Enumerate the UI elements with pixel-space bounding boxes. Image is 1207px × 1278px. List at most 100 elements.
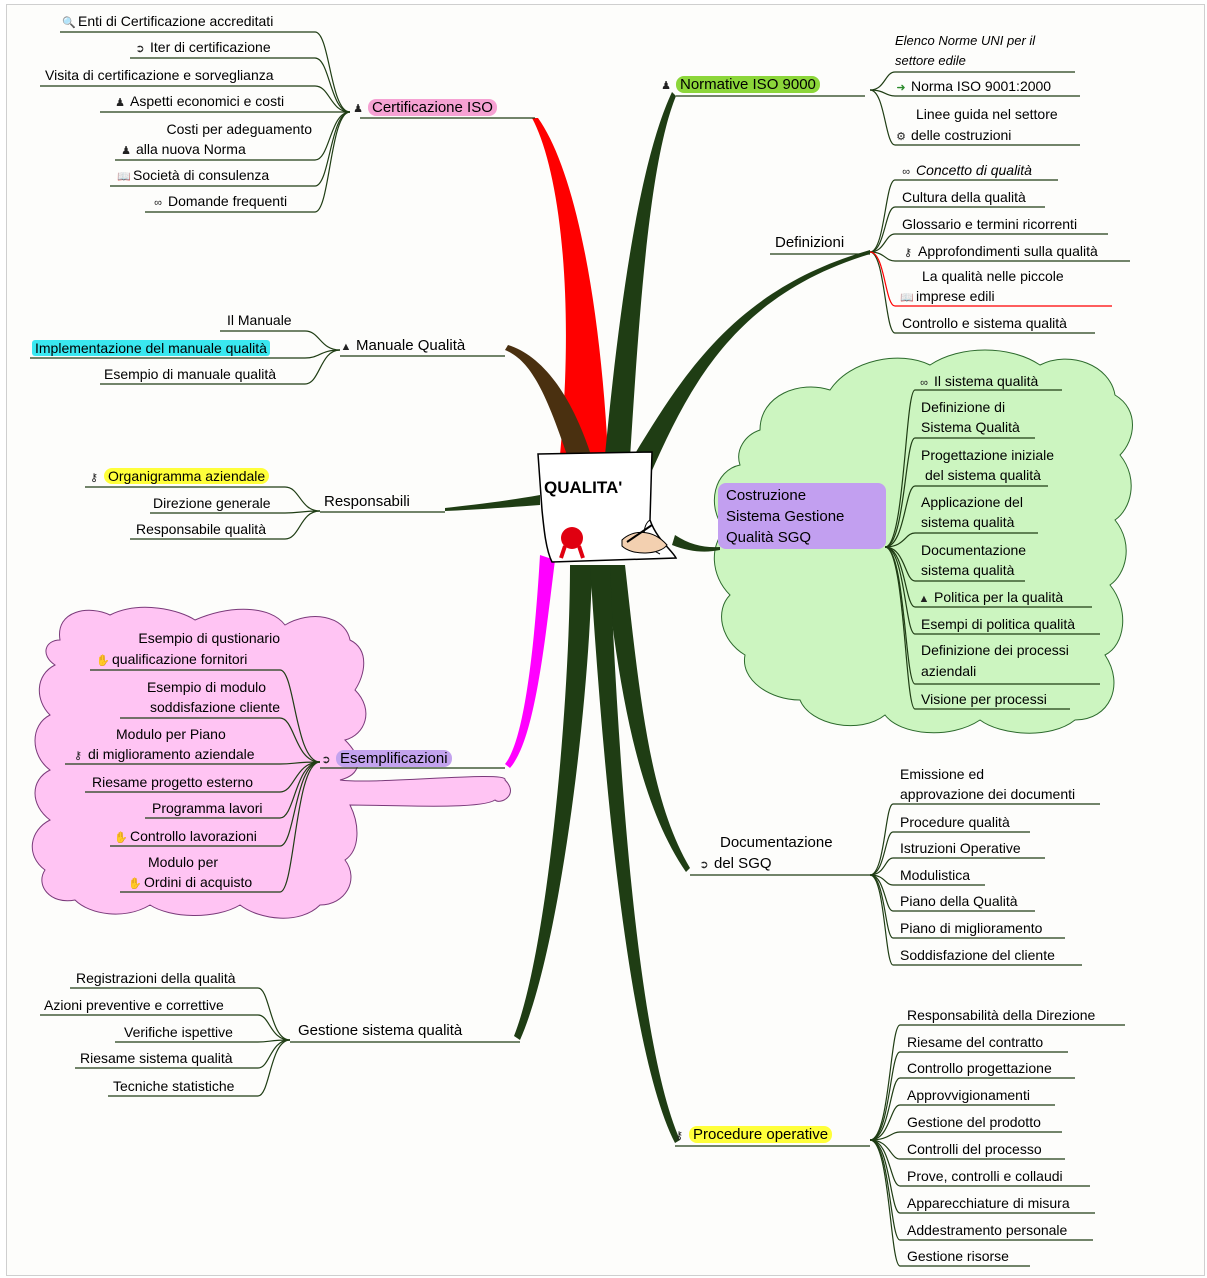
gest-item-azioni[interactable]: Azioni preventive e correttive <box>44 997 224 1013</box>
def-item-piccole-1[interactable]: La qualità nelle piccole <box>922 268 1064 284</box>
esempl-item-modulo-1[interactable]: Esempio di modulo <box>146 679 266 695</box>
sgq-item-applicazione-1[interactable]: Applicazione del <box>921 494 1023 510</box>
node-manuale-qualita[interactable]: ▲Manuale Qualità <box>340 336 466 357</box>
book-icon: 📖 <box>900 292 914 304</box>
key-icon: ⚷ <box>674 1130 684 1142</box>
proc-item-approvvigionamenti[interactable]: Approvvigionamenti <box>907 1087 1030 1103</box>
sgq-item-progettazione-1[interactable]: Progettazione iniziale <box>921 447 1055 463</box>
esempl-item-programma[interactable]: Programma lavori <box>152 800 263 816</box>
norm-item-iso9001[interactable]: ➜Norma ISO 9001:2000 <box>895 76 1051 98</box>
resp-item-organigramma[interactable]: ⚷Organigramma aziendale <box>88 466 270 488</box>
cert-item-iter[interactable]: ➲Iter di certificazione <box>134 37 270 59</box>
manuale-item-esempio[interactable]: Esempio di manuale qualità <box>104 366 276 382</box>
red-seal-icon <box>561 527 583 549</box>
def-item-controllo[interactable]: Controllo e sistema qualità <box>902 315 1067 331</box>
gest-item-registrazioni[interactable]: Registrazioni della qualità <box>76 970 236 986</box>
sgq-item-definizione-2[interactable]: Sistema Qualità <box>921 419 1020 435</box>
def-item-glossario[interactable]: Glossario e termini ricorrenti <box>902 216 1078 232</box>
proc-item-addestramento[interactable]: Addestramento personale <box>907 1222 1068 1238</box>
doc-item-emissione-2[interactable]: approvazione dei documenti <box>900 786 1076 802</box>
up-arrow-icon: ▲ <box>340 341 352 353</box>
cert-item-societa[interactable]: 📖Società di consulenza <box>117 165 269 187</box>
node-certificazione-iso[interactable]: ♟Certificazione ISO <box>352 98 497 119</box>
proc-item-prove[interactable]: Prove, controlli e collaudi <box>907 1168 1063 1184</box>
sgq-item-esempi[interactable]: Esempi di politica qualità <box>921 616 1076 632</box>
gest-item-verifiche[interactable]: Verifiche ispettive <box>124 1024 233 1040</box>
doc-item-piano-miglioramento[interactable]: Piano di miglioramento <box>900 920 1043 936</box>
cert-item-domande[interactable]: ∞Domande frequenti <box>152 191 287 213</box>
gest-item-tecniche[interactable]: Tecniche statistiche <box>113 1078 235 1094</box>
node-normative-iso[interactable]: ♟Normative ISO 9000 <box>660 75 820 96</box>
manuale-item-implementazione[interactable]: Implementazione del manuale qualità <box>32 338 270 358</box>
def-item-cultura[interactable]: Cultura della qualità <box>902 189 1026 205</box>
sgq-item-processi-1[interactable]: Definizione dei processi <box>921 642 1069 658</box>
doc-item-soddisfazione[interactable]: Soddisfazione del cliente <box>900 947 1055 963</box>
sgq-item-politica[interactable]: ▲Politica per la qualità <box>918 587 1064 609</box>
sgq-item-applicazione-2[interactable]: sistema qualità <box>921 514 1015 530</box>
sgq-item-visione[interactable]: Visione per processi <box>921 691 1047 707</box>
node-documentazione-label2[interactable]: ➲del SGQ <box>698 854 771 875</box>
sgq-item-progettazione-2[interactable]: del sistema qualità <box>925 467 1041 483</box>
right-arrow-icon: ➜ <box>896 82 906 94</box>
binoculars-icon: ∞ <box>902 166 910 178</box>
esempl-item-questionario-1[interactable]: Esempio di qustionario <box>138 630 280 646</box>
branch-manuale <box>505 345 592 458</box>
node-costruzione-sgq[interactable]: Costruzione Sistema Gestione Qualità SGQ <box>718 483 886 549</box>
esempl-item-questionario-2[interactable]: ✋qualificazione fornitori <box>96 649 247 671</box>
sgq-item-documentazione-1[interactable]: Documentazione <box>921 542 1027 558</box>
node-definizioni[interactable]: Definizioni <box>775 234 845 251</box>
node-esemplificazioni[interactable]: ➲Esemplificazioni <box>320 749 452 770</box>
cert-item-costi-2[interactable]: ♟alla nuova Norma <box>120 139 246 161</box>
doc-item-emissione-1[interactable]: Emissione ed <box>900 766 985 782</box>
esempl-item-modulo-2[interactable]: soddisfazione cliente <box>150 699 280 715</box>
esempl-cloud <box>31 606 511 919</box>
cert-item-enti[interactable]: 🔍Enti di Certificazione accreditati <box>62 11 273 33</box>
proc-item-riesame[interactable]: Riesame del contratto <box>907 1034 1044 1050</box>
norm-item-linee-2[interactable]: ⚙delle costruzioni <box>895 125 1011 147</box>
proc-item-apparecchiature[interactable]: Apparecchiature di misura <box>907 1195 1070 1211</box>
sgq-item-processi-2[interactable]: aziendali <box>921 663 977 679</box>
central-node[interactable]: QUALITA' <box>532 450 678 565</box>
doc-item-procedure[interactable]: Procedure qualità <box>900 814 1010 830</box>
sgq-item-sistema[interactable]: ∞Il sistema qualità <box>918 371 1038 393</box>
sub-lines <box>30 31 1130 1267</box>
norm-item-elenco-1[interactable]: Elenco Norme UNI per il <box>895 33 1036 48</box>
doc-item-modulistica[interactable]: Modulistica <box>900 867 971 883</box>
norm-item-linee-1[interactable]: Linee guida nel settore <box>916 106 1058 122</box>
doc-item-istruzioni[interactable]: Istruzioni Operative <box>900 840 1021 856</box>
esempl-item-piano-1[interactable]: Modulo per Piano <box>116 726 226 742</box>
proc-item-risorse[interactable]: Gestione risorse <box>907 1248 1009 1264</box>
resp-item-responsabile[interactable]: Responsabile qualità <box>136 521 266 537</box>
key-icon: ⚷ <box>89 472 99 484</box>
def-item-piccole-2[interactable]: 📖imprese edili <box>900 286 995 308</box>
branch-procedure <box>590 565 680 1143</box>
flow-icon: ➲ <box>699 859 709 871</box>
cert-item-visita[interactable]: Visita di certificazione e sorveglianza <box>45 67 274 83</box>
proc-item-progettazione[interactable]: Controllo progettazione <box>907 1060 1052 1076</box>
esempl-item-ordini-2[interactable]: ✋Ordini di acquisto <box>128 872 252 894</box>
node-responsabili[interactable]: Responsabili <box>324 493 410 510</box>
proc-item-prodotto[interactable]: Gestione del prodotto <box>907 1114 1041 1130</box>
node-gestione-sistema[interactable]: Gestione sistema qualità <box>298 1022 463 1039</box>
key-icon: ⚷ <box>903 247 913 259</box>
manuale-item-il-manuale[interactable]: Il Manuale <box>227 312 292 328</box>
cert-item-costi-1[interactable]: Costi per adeguamento <box>166 121 312 137</box>
gest-item-riesame[interactable]: Riesame sistema qualità <box>80 1050 233 1066</box>
proc-item-processo[interactable]: Controlli del processo <box>907 1141 1042 1157</box>
esempl-item-controllo[interactable]: ✋Controllo lavorazioni <box>114 826 257 848</box>
sgq-item-definizione-1[interactable]: Definizione di <box>921 399 1006 415</box>
branch-gestione <box>514 565 592 1040</box>
proc-item-responsabilita[interactable]: Responsabilità della Direzione <box>907 1007 1096 1023</box>
esempl-item-piano-2[interactable]: ⚷di miglioramento aziendale <box>72 744 255 766</box>
node-procedure-operative[interactable]: ⚷Procedure operative <box>673 1125 833 1146</box>
def-item-concetto[interactable]: ∞Concetto di qualità <box>900 160 1032 182</box>
doc-item-piano-qualita[interactable]: Piano della Qualità <box>900 893 1018 909</box>
cert-item-aspetti[interactable]: ♟Aspetti economici e costi <box>114 91 284 113</box>
esempl-item-ordini-1[interactable]: Modulo per <box>148 854 219 870</box>
esempl-item-riesame[interactable]: Riesame progetto esterno <box>92 774 254 790</box>
norm-item-elenco-2[interactable]: settore edile <box>895 53 966 68</box>
sgq-item-documentazione-2[interactable]: sistema qualità <box>921 562 1015 578</box>
node-documentazione-label1[interactable]: Documentazione <box>720 834 833 851</box>
resp-item-direzione[interactable]: Direzione generale <box>153 495 271 511</box>
def-item-approfondimenti[interactable]: ⚷Approfondimenti sulla qualità <box>902 241 1098 263</box>
